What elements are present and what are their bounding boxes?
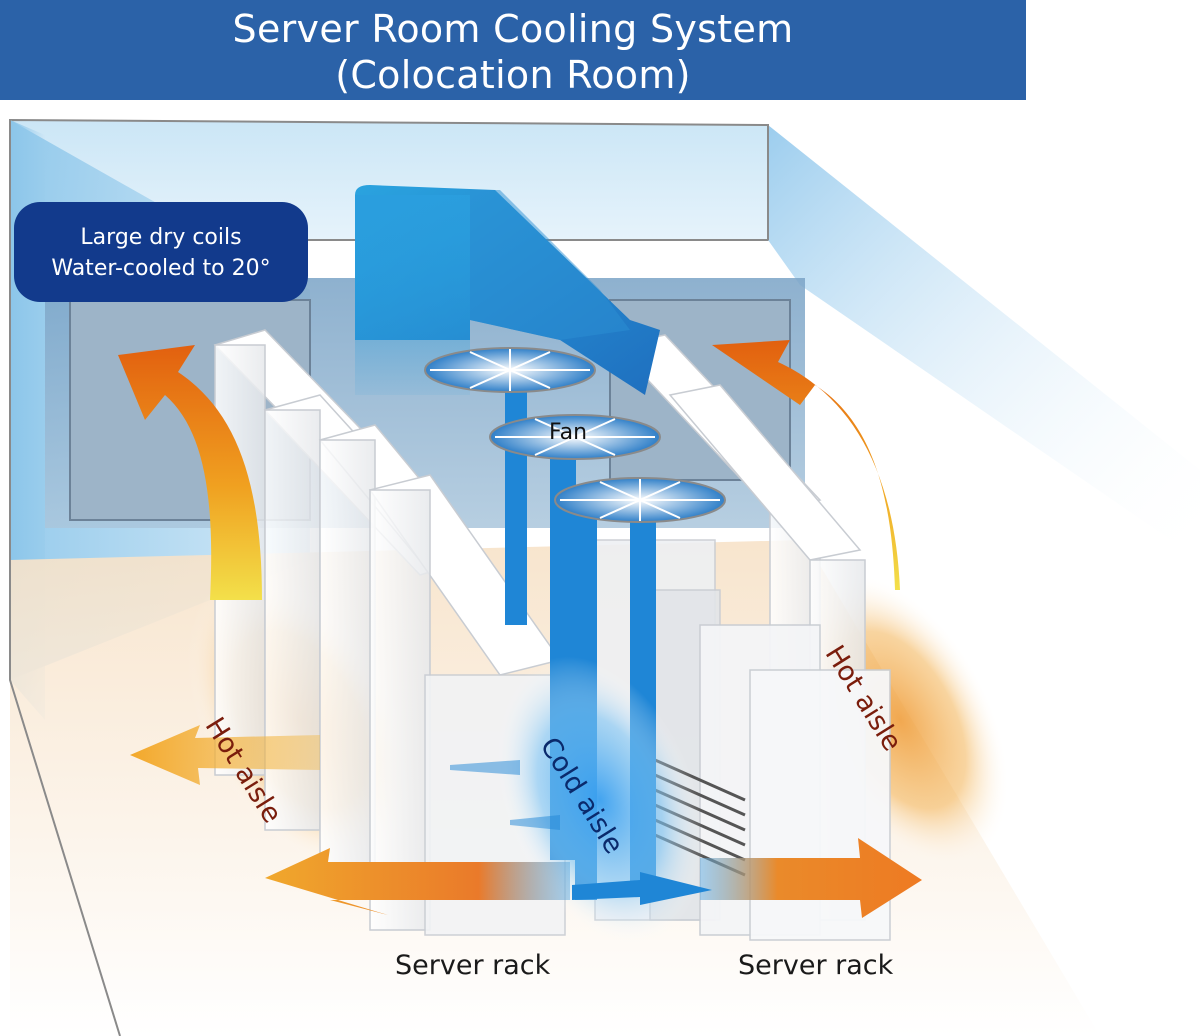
title-line-2: (Colocation Room): [335, 53, 691, 97]
title-bar: Server Room Cooling System (Colocation R…: [0, 0, 1026, 100]
cold-air-arrows-floor: [450, 760, 712, 905]
fan-1: [424, 347, 596, 393]
server-rack-left-label: Server rack: [395, 950, 551, 981]
coils-line-1: Large dry coils: [80, 225, 242, 250]
title-line-1: Server Room Cooling System: [232, 7, 794, 51]
hot-air-arrow-side-left: [130, 725, 320, 785]
coils-callout: Large dry coils Water-cooled to 20°: [14, 202, 308, 302]
fan-2: [489, 414, 661, 460]
fan-3: [554, 477, 726, 523]
hot-air-arrow-up-right: [712, 340, 900, 590]
fan-label: Fan: [549, 420, 588, 445]
hot-air-arrow-bottom-right: [700, 838, 922, 918]
hot-air-arrow-bottom-left: [265, 848, 570, 915]
hot-air-arrow-up-left: [118, 345, 262, 600]
coils-line-2: Water-cooled to 20°: [51, 256, 271, 281]
server-rack-right-label: Server rack: [738, 950, 894, 981]
cold-air-duct: [355, 185, 660, 395]
fan-group: [424, 347, 726, 523]
